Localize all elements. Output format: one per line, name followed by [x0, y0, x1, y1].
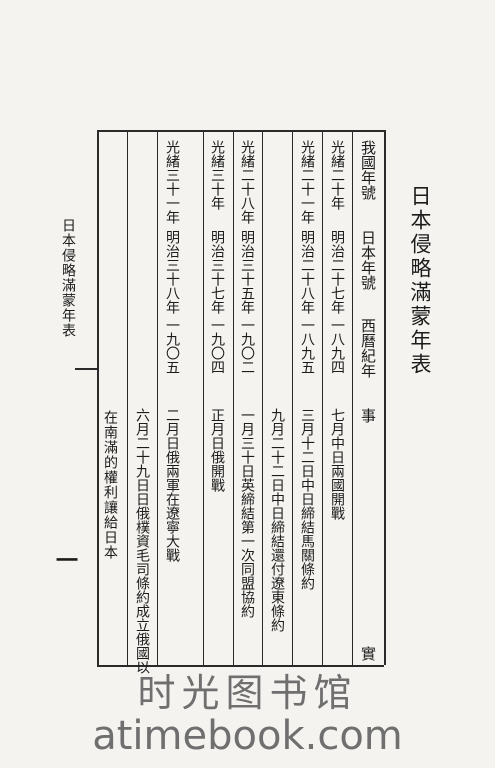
table-right-rule: [384, 130, 386, 665]
table-cell-year: 光緒二十八年: [239, 140, 255, 224]
table-cell-event: 六月二十九日日俄樸資毛司條約成立俄國以: [134, 408, 150, 674]
column-divider: [322, 130, 323, 665]
header-ad: 西曆紀年: [359, 318, 377, 378]
running-head: 日本侵略滿蒙年表: [60, 218, 76, 338]
page-number: 一: [56, 548, 79, 574]
table-top-rule: [97, 130, 384, 132]
table-bottom-rule: [97, 665, 384, 667]
column-divider: [233, 130, 234, 665]
column-divider: [352, 130, 353, 665]
column-divider: [262, 130, 263, 665]
table-cell-event: 正月日俄開戰: [209, 408, 225, 492]
column-divider: [203, 130, 204, 665]
table-cell-year: 光緒二十一年: [299, 140, 315, 224]
footnote: 在南滿的權利讓給日本: [102, 410, 118, 560]
table-cell-year: 光緒三十一年: [164, 140, 180, 224]
table-cell-era: 明治二十七年: [329, 230, 345, 314]
header-era: 日本年號: [359, 230, 377, 290]
table-cell-ad: 一八九四: [329, 318, 345, 374]
table-cell-ad: 一九〇五: [164, 318, 180, 374]
column-divider: [157, 130, 158, 665]
table-cell-era: 明治三十五年: [239, 230, 255, 314]
table-cell-year: 光緒三十年: [209, 140, 225, 210]
table-cell-event: 三月十二日中日締結馬關條約: [299, 408, 315, 590]
table-cell-ad: 一九〇二: [239, 318, 255, 374]
header-event-end: 實: [359, 646, 377, 661]
page-title: 日本侵略滿蒙年表: [408, 185, 432, 377]
watermark-text: 时光图书馆: [137, 671, 358, 715]
table-cell-era: 明治三十七年: [209, 230, 225, 314]
table-cell-event: 九月二十二日中日締結還付遼東條約: [269, 408, 285, 632]
table-cell-ad: 一九〇四: [209, 318, 225, 374]
chronology-table: 我國年號 日本年號 西曆紀年 事 實 光緒二十年 明治二十七年 一八九四 七月中…: [75, 130, 386, 674]
header-event: 事: [359, 408, 377, 423]
table-cell-year: 光緒二十年: [329, 140, 345, 210]
table-cell-event: 七月中日兩國開戰: [329, 408, 345, 520]
column-divider: [127, 130, 128, 665]
header-year: 我國年號: [359, 140, 377, 200]
column-divider: [292, 130, 293, 665]
watermark-url: atimebook.com: [92, 713, 403, 759]
table-cell-era: 明治三十八年: [164, 230, 180, 314]
table-left-rule: [97, 130, 99, 665]
column-dash: [75, 368, 97, 372]
table-cell-era: 明治二十八年: [299, 230, 315, 314]
table-cell-event: 二月日俄兩軍在遼寧大戰: [164, 408, 180, 562]
table-cell-event: 一月三十日英締結第一次同盟協約: [239, 408, 255, 618]
table-cell-ad: 一八九五: [299, 318, 315, 374]
